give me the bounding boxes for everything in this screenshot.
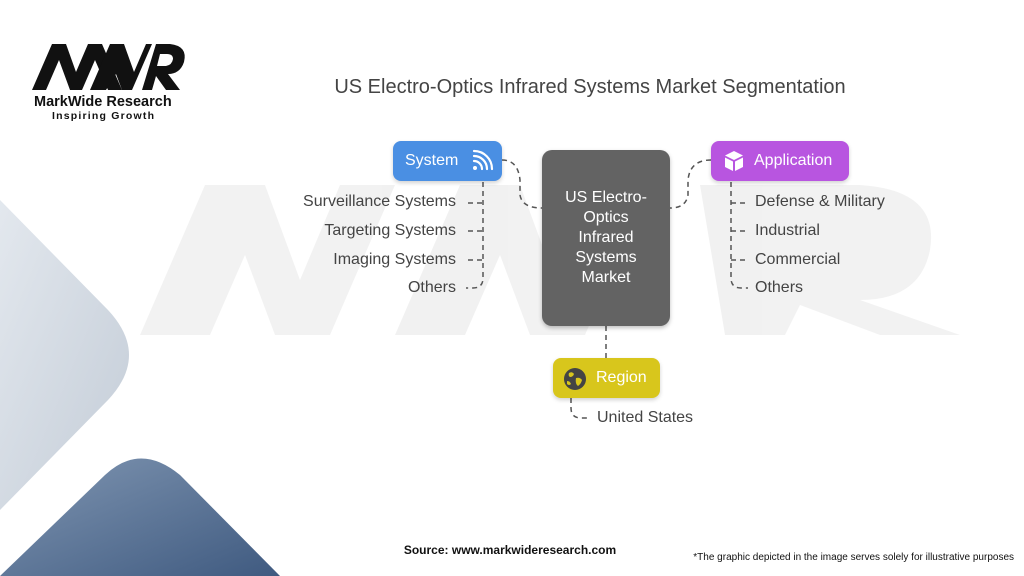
- connector-system-items: [466, 182, 484, 289]
- cube-icon: [725, 151, 743, 171]
- segment-application-pill: Application: [711, 141, 849, 181]
- signal-icon: [472, 149, 494, 171]
- center-node: US Electro-Optics Infrared Systems Marke…: [542, 150, 670, 326]
- globe-icon: [564, 368, 586, 390]
- system-item: Imaging Systems: [333, 251, 456, 268]
- system-item: Surveillance Systems: [303, 193, 456, 210]
- brand-name: MarkWide Research: [34, 94, 172, 110]
- center-label: US Electro-Optics Infrared Systems Marke…: [565, 189, 647, 286]
- application-item: Others: [755, 279, 804, 296]
- segment-region-pill: Region: [553, 358, 660, 398]
- brand-tagline: Inspiring Growth: [52, 110, 156, 122]
- logo-mark-icon: [32, 44, 185, 90]
- application-item: Defense & Military: [755, 193, 885, 210]
- segment-application-label: Application: [754, 152, 833, 169]
- brand-logo: MarkWide Research Inspiring Growth: [30, 40, 200, 122]
- application-item: Commercial: [755, 251, 841, 268]
- connector-application-center: [669, 159, 712, 209]
- segment-system-pill: System: [393, 141, 502, 181]
- application-item: Industrial: [755, 222, 820, 239]
- segment-region-label: Region: [596, 369, 647, 386]
- system-item: Targeting Systems: [324, 222, 456, 239]
- diagram-title: US Electro-Optics Infrared Systems Marke…: [334, 76, 846, 98]
- source-note: Source: www.markwideresearch.com: [403, 543, 617, 557]
- system-item: Others: [407, 279, 456, 296]
- connector-region-items: [570, 398, 590, 419]
- background-shape-dark: [0, 458, 280, 576]
- segment-system-label: System: [405, 152, 459, 169]
- region-item: United States: [597, 409, 694, 426]
- disclaimer-note: *The graphic depicted in the image serve…: [693, 552, 1014, 563]
- connector-application-items: [730, 182, 748, 289]
- background-shape-light: [0, 200, 129, 510]
- connector-system-center: [501, 159, 543, 209]
